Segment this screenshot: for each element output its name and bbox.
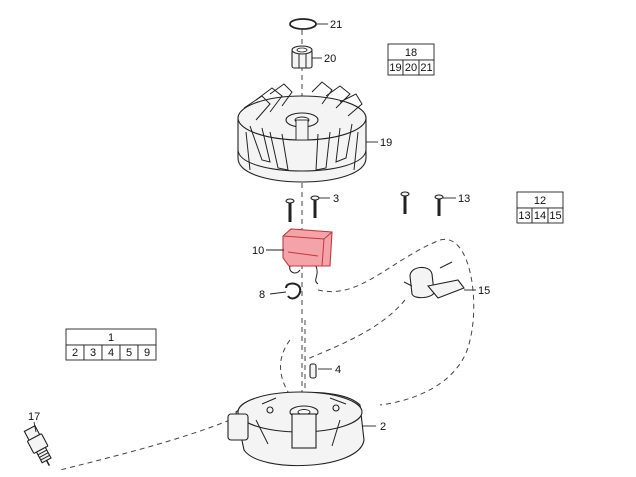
part-3-screws <box>285 195 320 222</box>
part-20-flywheel-nut <box>291 45 313 69</box>
leader-lines <box>33 23 476 433</box>
part-17-spark-plug <box>23 425 52 467</box>
callout-15: 15 <box>478 285 490 297</box>
kit-1-cell: 9 <box>144 347 150 359</box>
callout-labels: 21 20 19 3 13 10 8 15 4 2 17 <box>28 19 490 433</box>
part-2-base <box>227 391 365 467</box>
kit-1-cell: 5 <box>126 347 132 359</box>
part-8-connector <box>285 282 302 300</box>
callout-20: 20 <box>324 53 336 65</box>
part-21-circlip <box>289 18 317 30</box>
part-13-screws <box>400 191 444 216</box>
kit-18-cell: 20 <box>405 62 417 74</box>
kit-1-cell: 2 <box>72 347 78 359</box>
part-10-ignition-module <box>282 228 333 285</box>
callout-13: 13 <box>458 193 470 205</box>
kit-1-cell: 4 <box>108 347 114 359</box>
kit-12-header: 12 <box>534 195 546 207</box>
callout-3: 3 <box>333 193 339 205</box>
callout-17: 17 <box>28 411 40 423</box>
assembly-guide-lines <box>59 30 475 471</box>
part-4-pin <box>309 363 317 379</box>
part-15-stop-switch <box>403 261 465 299</box>
callout-8: 8 <box>259 289 265 301</box>
kit-1-cell: 3 <box>90 347 96 359</box>
part-19-flywheel <box>237 81 367 183</box>
kit-12-cell: 15 <box>549 210 561 222</box>
callout-21: 21 <box>330 19 342 31</box>
callout-10: 10 <box>252 245 264 257</box>
callout-19: 19 <box>380 137 392 149</box>
kit-table-12: 12 13 14 15 <box>516 191 564 224</box>
kit-12-cell: 14 <box>534 210 546 222</box>
kit-1-header: 1 <box>108 332 114 344</box>
kit-18-cell: 21 <box>420 62 432 74</box>
kit-table-1: 1 2 3 4 5 9 <box>65 328 157 361</box>
kit-12-cell: 13 <box>518 210 530 222</box>
kit-table-18: 18 19 20 21 <box>387 43 435 76</box>
kit-18-header: 18 <box>405 47 417 59</box>
callout-2: 2 <box>380 421 386 433</box>
kit-18-cell: 19 <box>389 62 401 74</box>
callout-4: 4 <box>335 364 341 376</box>
